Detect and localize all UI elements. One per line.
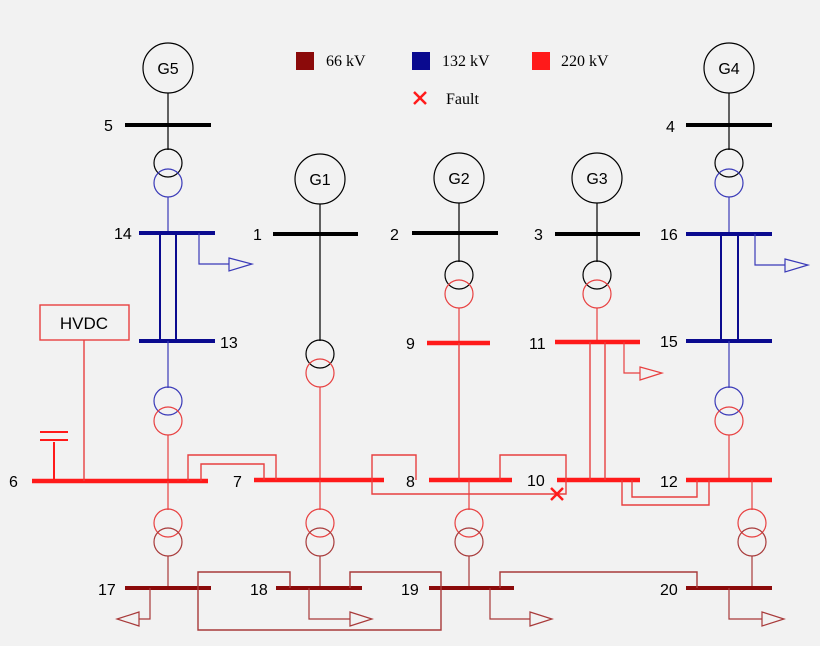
transformer-bus6-bus17 <box>153 481 183 588</box>
line-6-7 <box>187 454 277 481</box>
bus-label-1: 1 <box>253 227 262 244</box>
bus-label-15: 15 <box>660 334 678 351</box>
bus-label-18: 18 <box>250 582 268 599</box>
legend-swatch-66kv <box>296 52 314 70</box>
load-arrow-bus17 <box>115 588 151 627</box>
svg-text:G1: G1 <box>309 172 330 189</box>
load-arrow-bus14 <box>198 233 255 272</box>
bus-label-19: 19 <box>401 582 419 599</box>
transformer-bus8-bus19 <box>454 480 484 588</box>
transformer-bus4-bus16 <box>714 125 744 234</box>
line-10-12 <box>621 480 710 506</box>
fault-icon <box>550 487 564 501</box>
svg-text:G5: G5 <box>157 61 178 78</box>
svg-text:G4: G4 <box>718 61 739 78</box>
legend: 66 kV 132 kV 220 kV Fault <box>296 52 609 108</box>
svg-text:G3: G3 <box>586 171 607 188</box>
bus-label-13: 13 <box>220 335 238 352</box>
generator-g5: G5 <box>142 42 194 94</box>
line-16-15 <box>720 234 739 341</box>
transformer-bus15-bus12 <box>714 341 744 480</box>
bus-label-4: 4 <box>666 119 675 136</box>
transformer-bus1-bus7 <box>305 234 335 480</box>
load-arrow-bus19 <box>489 588 554 627</box>
legend-label-220kv: 220 kV <box>561 53 609 70</box>
transformer-bus7-bus18 <box>305 480 335 588</box>
legend-fault-icon <box>413 91 427 105</box>
line-8-10 <box>499 454 567 480</box>
blue-buses <box>139 231 772 343</box>
red-buses <box>32 339 772 484</box>
bus-label-2: 2 <box>390 227 399 244</box>
bus-label-10: 10 <box>527 473 545 490</box>
legend-swatch-220kv <box>532 52 550 70</box>
transformer-bus5-bus14 <box>153 125 183 233</box>
transformer-bus3-bus11 <box>582 234 612 342</box>
bus-label-6: 6 <box>9 474 18 491</box>
bus-label-8: 8 <box>406 474 415 491</box>
bus-label-14: 14 <box>114 226 132 243</box>
load-arrow-bus16 <box>754 234 811 273</box>
bus-label-3: 3 <box>534 227 543 244</box>
legend-label-132kv: 132 kV <box>442 53 490 70</box>
bus-label-20: 20 <box>660 582 678 599</box>
generator-connectors <box>167 93 730 234</box>
legend-label-fault: Fault <box>446 91 479 108</box>
legend-label-66kv: 66 kV <box>326 53 366 70</box>
transformer-bus13-bus6 <box>153 341 183 481</box>
bus-label-9: 9 <box>406 336 415 353</box>
bus-label-12: 12 <box>660 474 678 491</box>
line-17-19 <box>197 588 442 631</box>
load-arrow-bus20 <box>728 588 786 627</box>
load-arrow-bus18 <box>308 588 374 627</box>
bus-label-11: 11 <box>529 336 546 353</box>
generator-g4: G4 <box>703 42 755 94</box>
transformer-bus2-bus9 <box>444 233 474 343</box>
bus-labels: 5 4 1 2 3 14 16 13 15 9 11 6 7 8 10 12 1… <box>9 118 678 599</box>
generator-g1: G1 <box>294 153 346 205</box>
hvdc-converter: HVDC <box>39 304 130 341</box>
bus-label-7: 7 <box>233 474 242 491</box>
line-18-19 <box>349 571 442 588</box>
line-14-13 <box>159 233 177 341</box>
transformer-bus12-bus20 <box>737 480 767 588</box>
svg-text:G2: G2 <box>448 171 469 188</box>
generator-g3: G3 <box>571 152 623 204</box>
bus-label-17: 17 <box>98 582 116 599</box>
legend-swatch-132kv <box>412 52 430 70</box>
hvdc-label: HVDC <box>60 314 108 333</box>
bus-label-16: 16 <box>660 227 678 244</box>
line-19-20 <box>499 571 698 588</box>
line-11-10 <box>589 342 606 480</box>
load-arrow-bus11 <box>623 342 665 381</box>
line-17-18 <box>197 571 291 588</box>
generator-g2: G2 <box>433 152 485 204</box>
bus-label-5: 5 <box>104 118 113 135</box>
capacitor-bus6 <box>40 431 68 481</box>
